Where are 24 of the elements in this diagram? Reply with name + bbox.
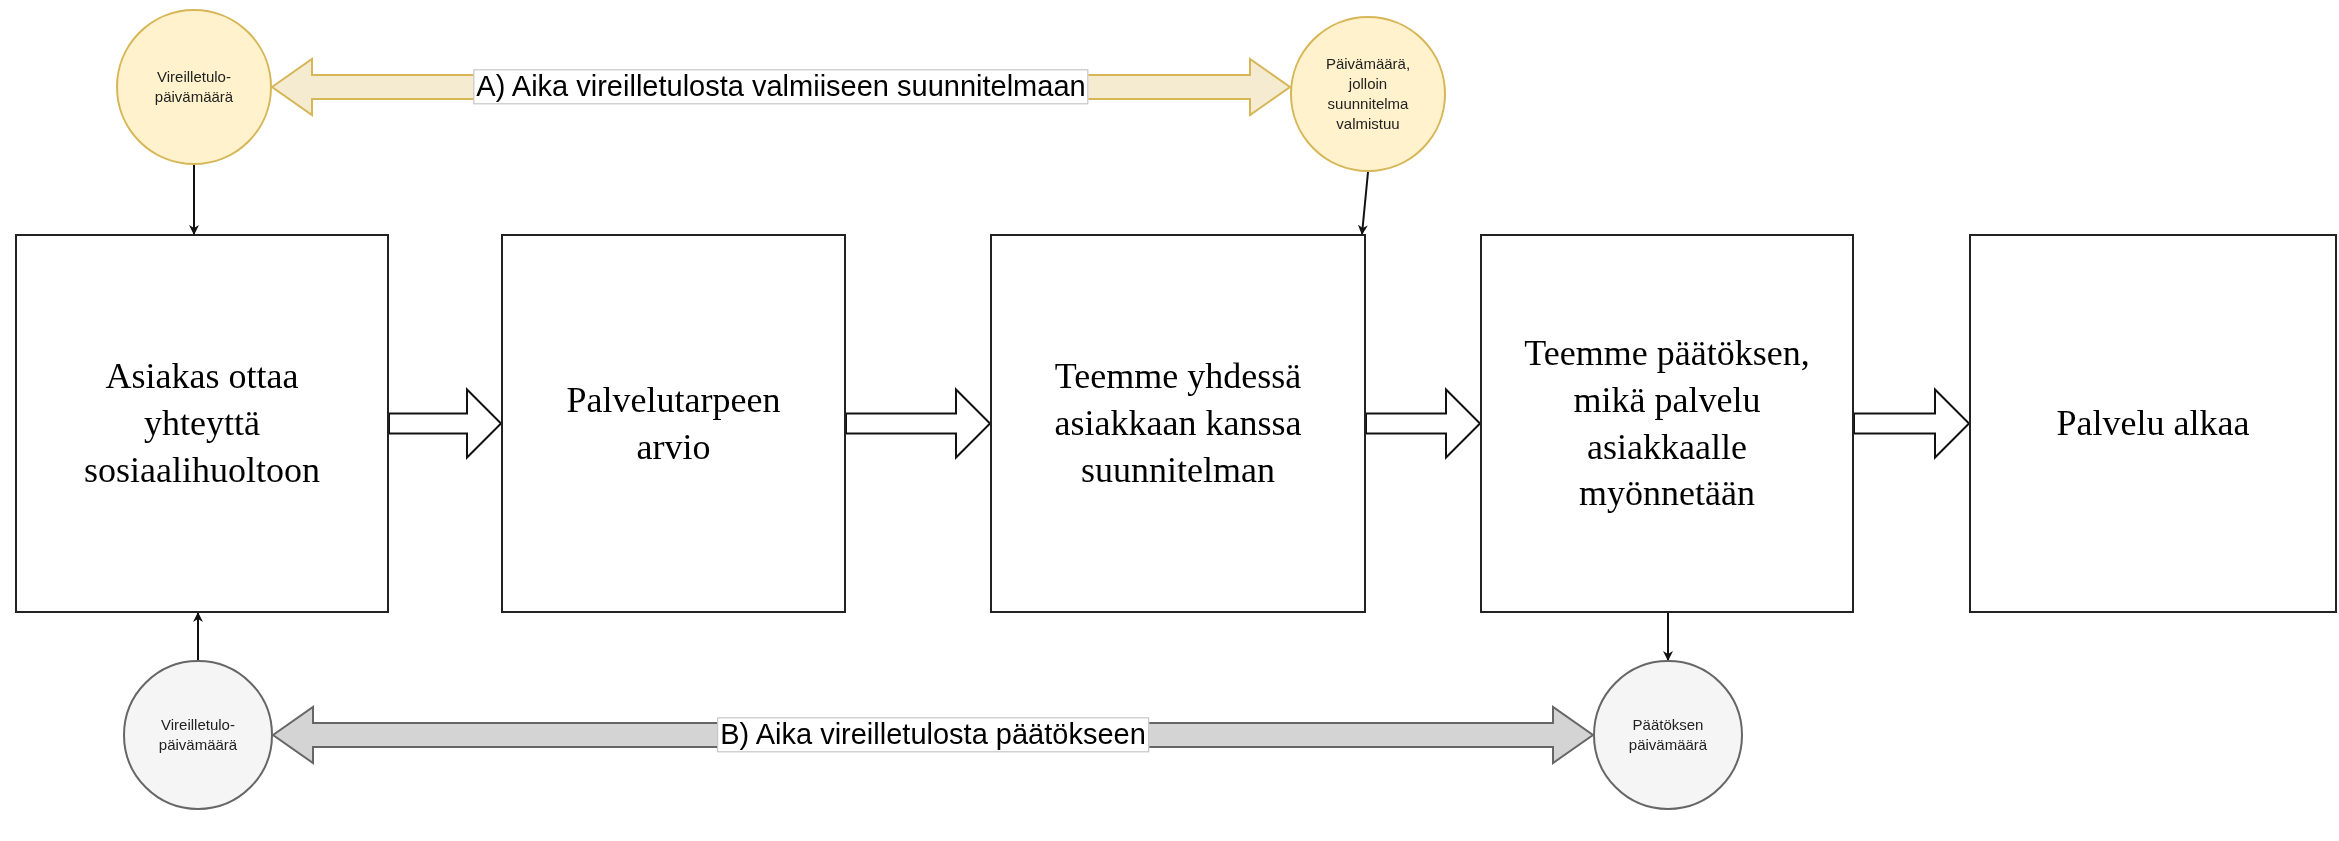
node-text: Vireilletulo- päivämäärä bbox=[157, 714, 239, 755]
process-box bbox=[1969, 234, 2337, 613]
process-box bbox=[990, 234, 1366, 613]
node-text: Vireilletulo- päivämäärä bbox=[153, 66, 235, 107]
node-text: Päivämäärä, jolloin suunnitelma valmistuu bbox=[1324, 53, 1412, 135]
node-text: Palvelutarpeen arvio bbox=[565, 378, 782, 469]
block-arrow bbox=[1365, 387, 1482, 460]
arrow bbox=[1357, 171, 1369, 235]
arrow bbox=[193, 612, 203, 661]
arrow bbox=[1663, 612, 1673, 661]
process-box bbox=[501, 234, 846, 613]
edge-label: B) Aika vireilletulosta päätökseen bbox=[717, 717, 1149, 753]
node-text: Asiakas ottaa yhteyttä sosiaalihuoltoon bbox=[83, 355, 321, 492]
node-text: Teemme yhdessä asiakkaan kanssa suunnitelman bbox=[1053, 355, 1303, 492]
arrow bbox=[189, 164, 199, 235]
block-arrow bbox=[845, 387, 992, 460]
node-text: Teemme päätöksen, mikä palvelu asiakkaalle myönnetään bbox=[1523, 331, 1811, 516]
process-box bbox=[15, 234, 389, 613]
process-box bbox=[1480, 234, 1854, 613]
node-text: Palvelu alkaa bbox=[2056, 402, 2250, 446]
block-arrow bbox=[1853, 387, 1971, 460]
node-text: Päätöksen päivämäärä bbox=[1627, 714, 1709, 755]
block-arrow bbox=[388, 387, 503, 460]
edge-label: A) Aika vireilletulosta valmiiseen suunnitelmaan bbox=[473, 69, 1089, 105]
